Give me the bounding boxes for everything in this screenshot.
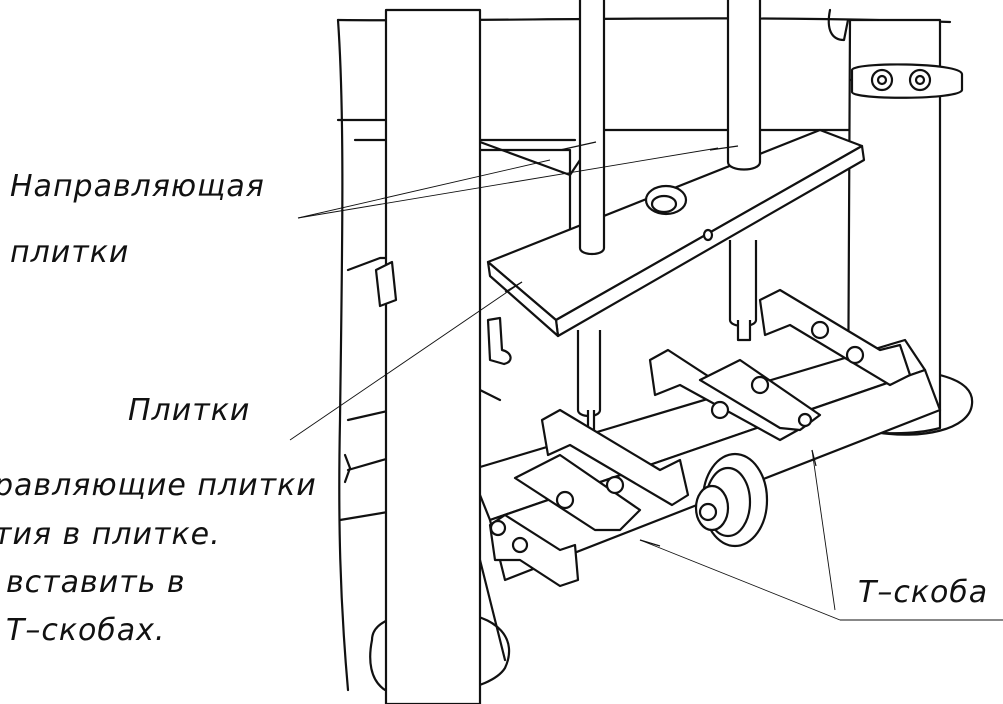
label-t-bracket: Т–скоба <box>858 575 988 610</box>
guide-plate <box>486 128 866 338</box>
label-tile: Плитки <box>128 393 250 428</box>
side-brackets <box>374 260 512 366</box>
label-note-line3: вставить в <box>6 565 186 600</box>
left-post <box>384 8 482 704</box>
guide-rods <box>576 0 762 432</box>
label-note-line4: Т–скобах. <box>6 613 165 648</box>
label-note-line2: тия в плитке. <box>0 517 221 552</box>
right-post <box>827 8 964 435</box>
label-guide-tile-line1: Направляющая <box>10 169 265 204</box>
label-guide-tile-line2: плитки <box>10 235 129 270</box>
label-note-line1: равляющие плитки <box>0 468 317 503</box>
wheel <box>694 452 769 548</box>
leader-lines <box>289 141 1003 621</box>
t-brackets <box>488 288 912 588</box>
